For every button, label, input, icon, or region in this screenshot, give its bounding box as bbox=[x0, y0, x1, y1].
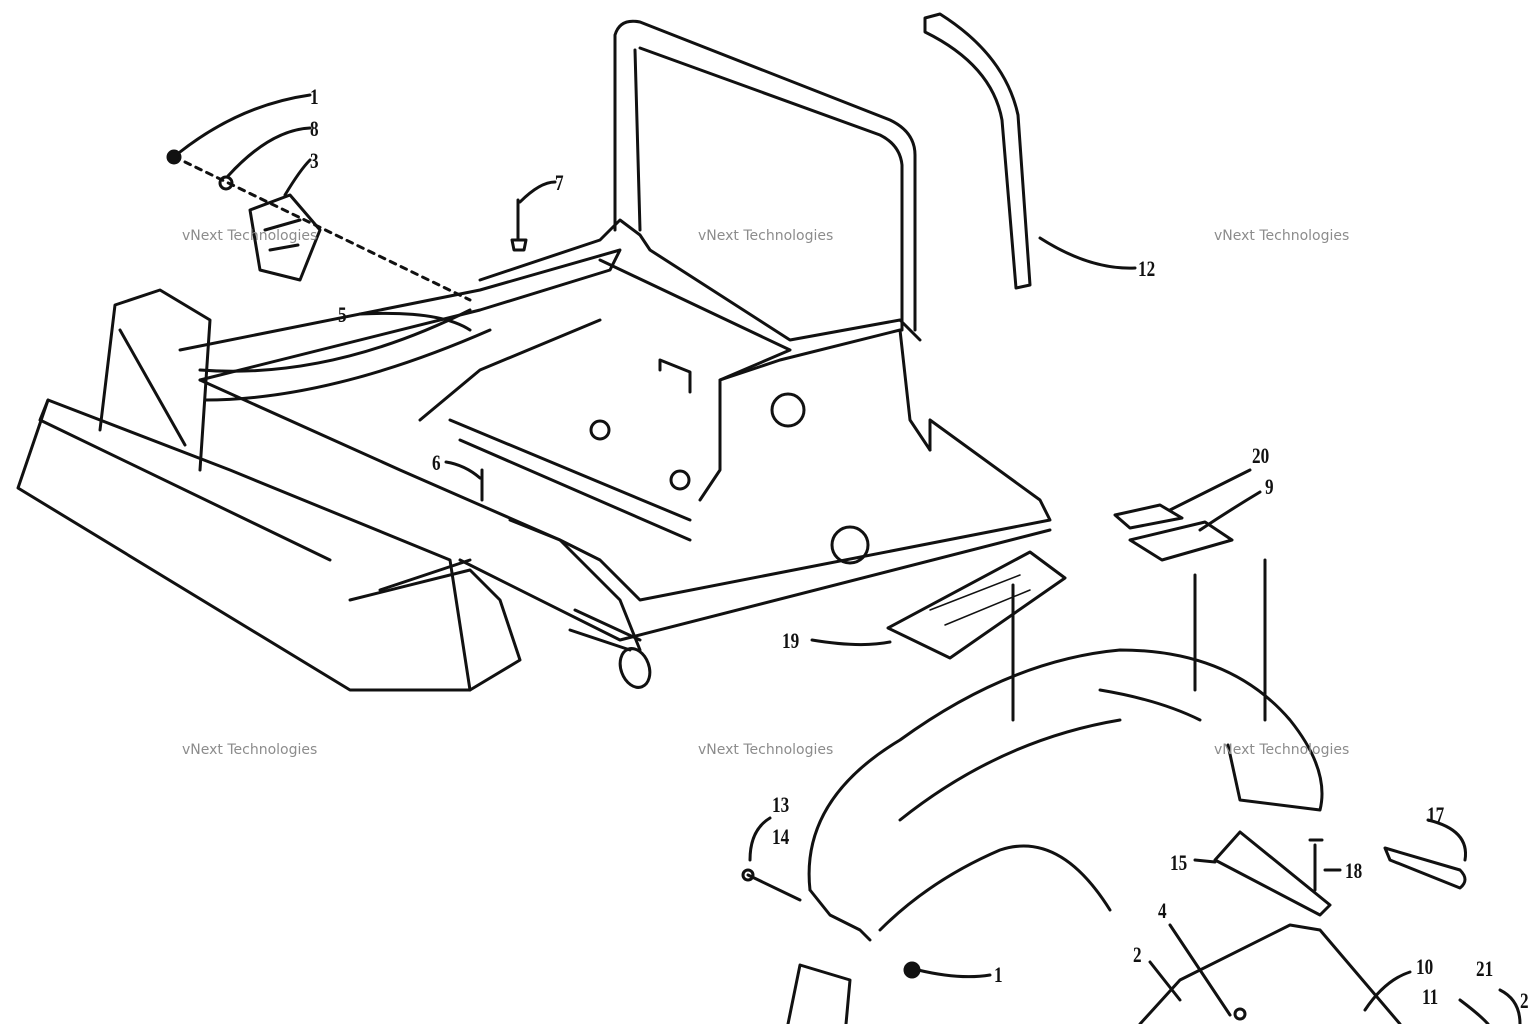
callout-11: 11 bbox=[1422, 984, 1439, 1009]
callout-10: 10 bbox=[1416, 954, 1434, 979]
callout-21: 21 bbox=[1476, 956, 1494, 981]
callout-6: 6 bbox=[432, 450, 441, 475]
callout-20: 20 bbox=[1252, 443, 1270, 468]
callout-17: 17 bbox=[1427, 802, 1445, 827]
callout-7: 7 bbox=[555, 170, 564, 195]
callout-19: 19 bbox=[782, 628, 800, 653]
callout-4: 4 bbox=[1158, 898, 1167, 923]
callout-5: 5 bbox=[338, 302, 347, 327]
callout-1-lower: 1 bbox=[994, 962, 1003, 987]
bracket-part bbox=[248, 193, 322, 282]
callout-14: 14 bbox=[772, 824, 790, 849]
callout-18: 18 bbox=[1345, 858, 1363, 883]
belt-guard bbox=[807, 648, 1324, 942]
callout-1: 1 bbox=[310, 84, 319, 109]
callout-8: 8 bbox=[310, 116, 319, 141]
callout-9: 9 bbox=[1265, 474, 1274, 499]
chassis-frame bbox=[16, 19, 1052, 692]
callout-2-edge: 2 bbox=[1520, 988, 1529, 1013]
callout-3: 3 bbox=[310, 148, 319, 173]
callout-2: 2 bbox=[1133, 942, 1142, 967]
callout-12: 12 bbox=[1138, 256, 1156, 281]
callout-13: 13 bbox=[772, 792, 790, 817]
callout-15: 15 bbox=[1170, 850, 1188, 875]
